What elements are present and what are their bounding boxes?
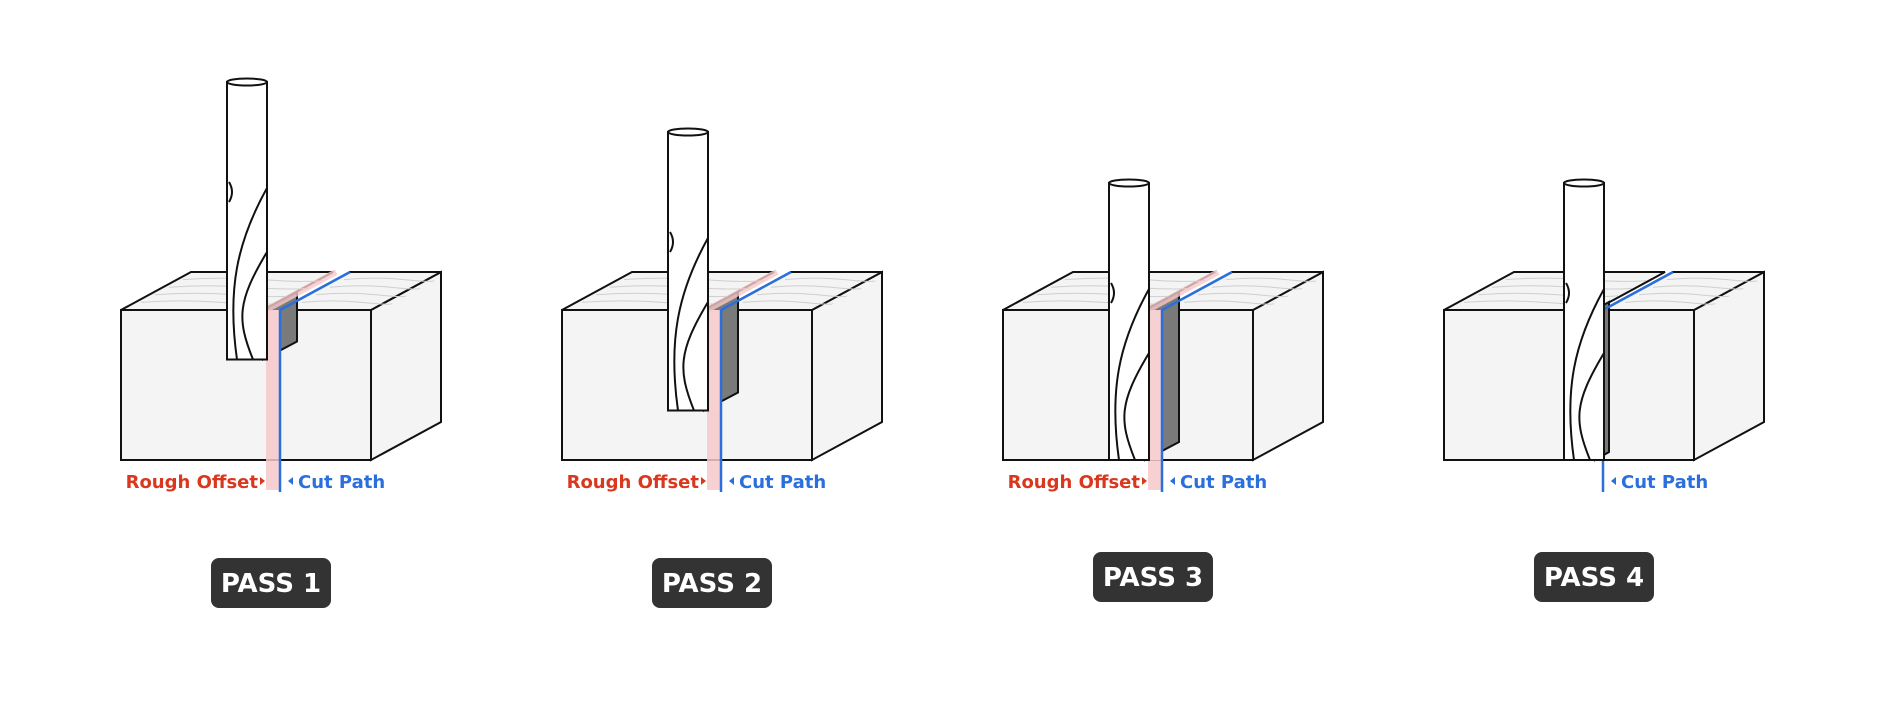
pass-badge-label: PASS 1 bbox=[221, 569, 321, 599]
rough-offset-top bbox=[1146, 269, 1220, 313]
wood-grain bbox=[343, 277, 435, 282]
pass-badge-bg bbox=[652, 558, 772, 608]
rough-offset-top bbox=[264, 269, 338, 313]
rough-offset-band bbox=[266, 310, 280, 490]
pass-badge-bg bbox=[1534, 552, 1654, 602]
tool-flute bbox=[1123, 352, 1150, 461]
arrow-left-icon bbox=[288, 477, 293, 485]
wood-grain bbox=[1638, 292, 1730, 298]
wood-grain bbox=[784, 277, 876, 282]
wood-grain bbox=[315, 292, 407, 298]
pass-badge-label: PASS 4 bbox=[1544, 563, 1644, 593]
cut-path-label: Cut Path bbox=[739, 472, 826, 493]
rough-offset-label: Rough Offset bbox=[1008, 472, 1141, 493]
tool-top bbox=[1108, 178, 1150, 188]
tool-flute bbox=[669, 231, 709, 411]
wood-grain bbox=[1197, 292, 1289, 298]
end-mill-icon bbox=[226, 77, 268, 361]
rough-offset-label: Rough Offset bbox=[567, 472, 700, 493]
arrow-right-icon bbox=[701, 477, 706, 485]
cut-path-label: Cut Path bbox=[1621, 472, 1708, 493]
wood-grain bbox=[1183, 300, 1275, 305]
tool-flute bbox=[1110, 282, 1150, 461]
arrow-right-icon bbox=[260, 477, 265, 485]
wood-grain bbox=[301, 300, 393, 305]
wood-grain bbox=[1666, 277, 1758, 282]
rough-offset-band bbox=[1148, 310, 1162, 490]
rough-offset-band bbox=[707, 310, 721, 490]
arrow-left-icon bbox=[1611, 477, 1616, 485]
wood-grain bbox=[770, 285, 862, 290]
wood-grain bbox=[742, 300, 834, 305]
tool-flute bbox=[228, 181, 268, 360]
arrow-left-icon bbox=[1170, 477, 1175, 485]
wood-grain bbox=[1225, 277, 1317, 282]
tool-flute bbox=[1565, 282, 1605, 461]
wood-grain bbox=[1652, 285, 1744, 290]
wood-grain bbox=[756, 292, 848, 298]
tool-flute bbox=[241, 251, 268, 360]
cut-path-label: Cut Path bbox=[298, 472, 385, 493]
arrow-right-icon bbox=[1142, 477, 1147, 485]
end-mill-icon bbox=[667, 127, 709, 412]
pass-badge: PASS 1 bbox=[211, 558, 331, 608]
wood-grain bbox=[1211, 285, 1303, 290]
pass-badge: PASS 3 bbox=[1093, 552, 1213, 602]
pass-badge-label: PASS 3 bbox=[1103, 563, 1203, 593]
tool-top bbox=[1563, 178, 1605, 188]
pass-badge-bg bbox=[1093, 552, 1213, 602]
wood-grain bbox=[329, 285, 421, 290]
cut-path-top-line bbox=[1602, 270, 1674, 312]
pass-badge-bg bbox=[211, 558, 331, 608]
end-mill-icon bbox=[1108, 178, 1150, 461]
rough-offset-top bbox=[705, 269, 779, 313]
pass-badge: PASS 2 bbox=[652, 558, 772, 608]
wood-grain bbox=[1624, 300, 1716, 305]
cut-path-top-line bbox=[1161, 270, 1233, 312]
tool-shank bbox=[1108, 182, 1150, 461]
cut-path-label: Cut Path bbox=[1180, 472, 1267, 493]
end-mill-icon bbox=[1563, 178, 1605, 461]
rough-offset-label: Rough Offset bbox=[126, 472, 259, 493]
tool-shank bbox=[226, 81, 268, 361]
pass-badge: PASS 4 bbox=[1534, 552, 1654, 602]
arrow-left-icon bbox=[729, 477, 734, 485]
tool-top bbox=[226, 77, 268, 87]
tool-flute bbox=[1578, 352, 1605, 461]
pass-badge-label: PASS 2 bbox=[662, 569, 762, 599]
cut-path-top-line bbox=[720, 270, 792, 312]
tool-flute bbox=[682, 301, 709, 411]
tool-top bbox=[667, 127, 709, 137]
cut-path-top-line bbox=[279, 270, 351, 312]
